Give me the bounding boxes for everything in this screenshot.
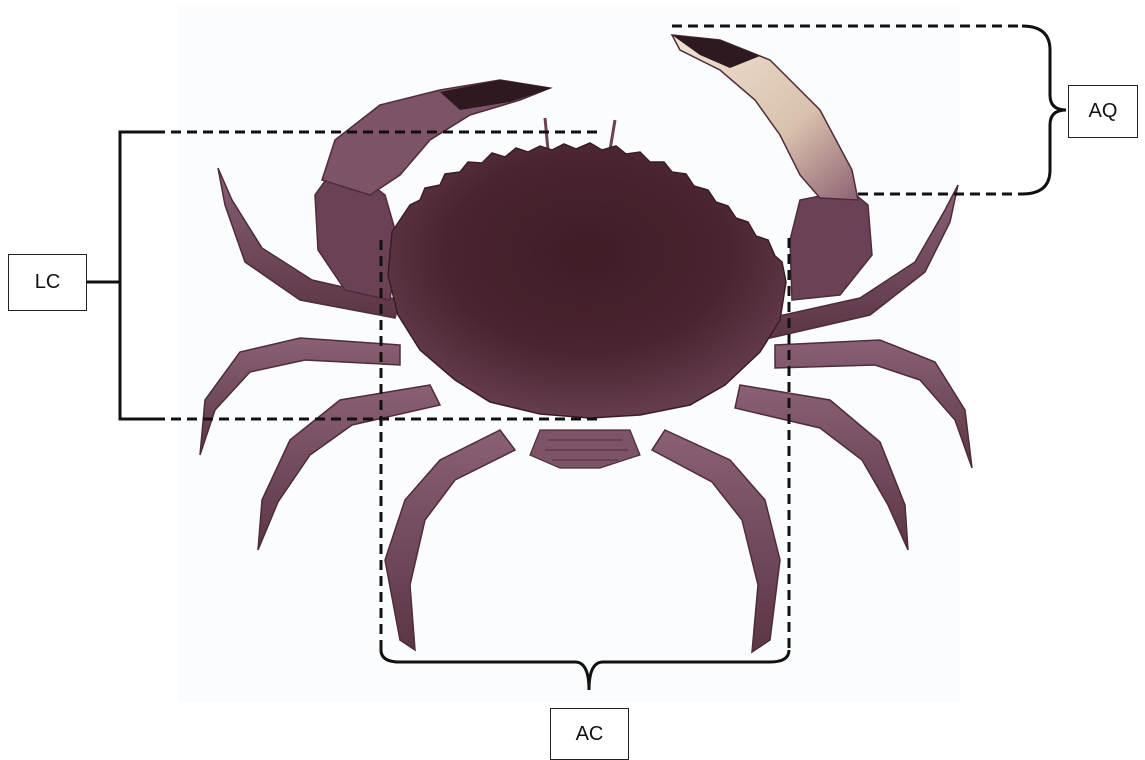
- label-ac: AC: [550, 708, 629, 760]
- label-aq: AQ: [1068, 85, 1138, 138]
- label-lc: LC: [8, 254, 87, 311]
